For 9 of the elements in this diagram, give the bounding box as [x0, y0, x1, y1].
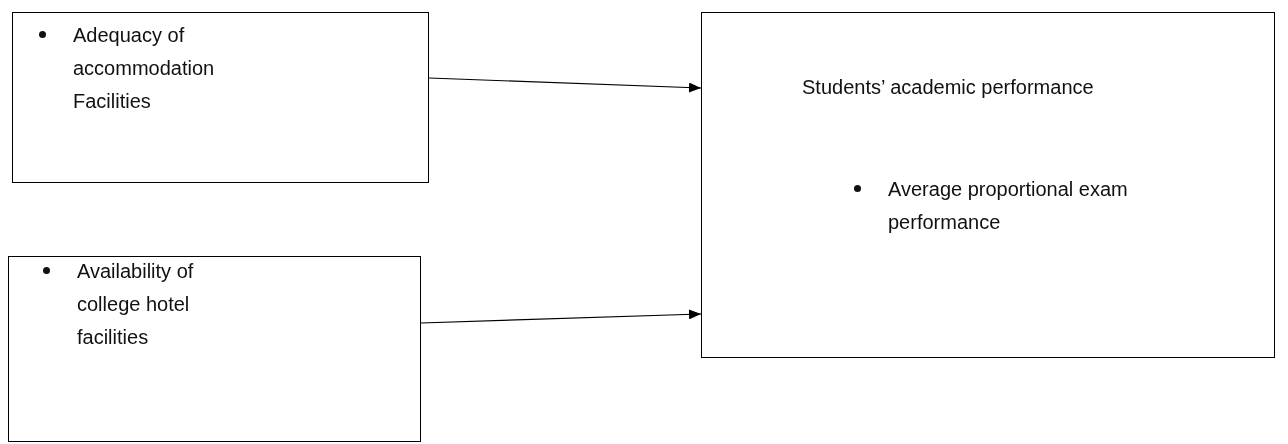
bullet-item: Availability of college hotel facilities	[77, 259, 195, 350]
text-box	[8, 256, 421, 442]
heading: Students’ academic performance	[802, 75, 1095, 100]
text-box	[701, 12, 1275, 358]
arrow	[428, 77, 702, 93]
bullet-item: Average proportional exam performance	[888, 177, 1128, 235]
bullet-item: Adequacy of accommodation Facilities	[73, 23, 216, 114]
text-box	[12, 12, 429, 183]
arrow	[420, 309, 702, 324]
